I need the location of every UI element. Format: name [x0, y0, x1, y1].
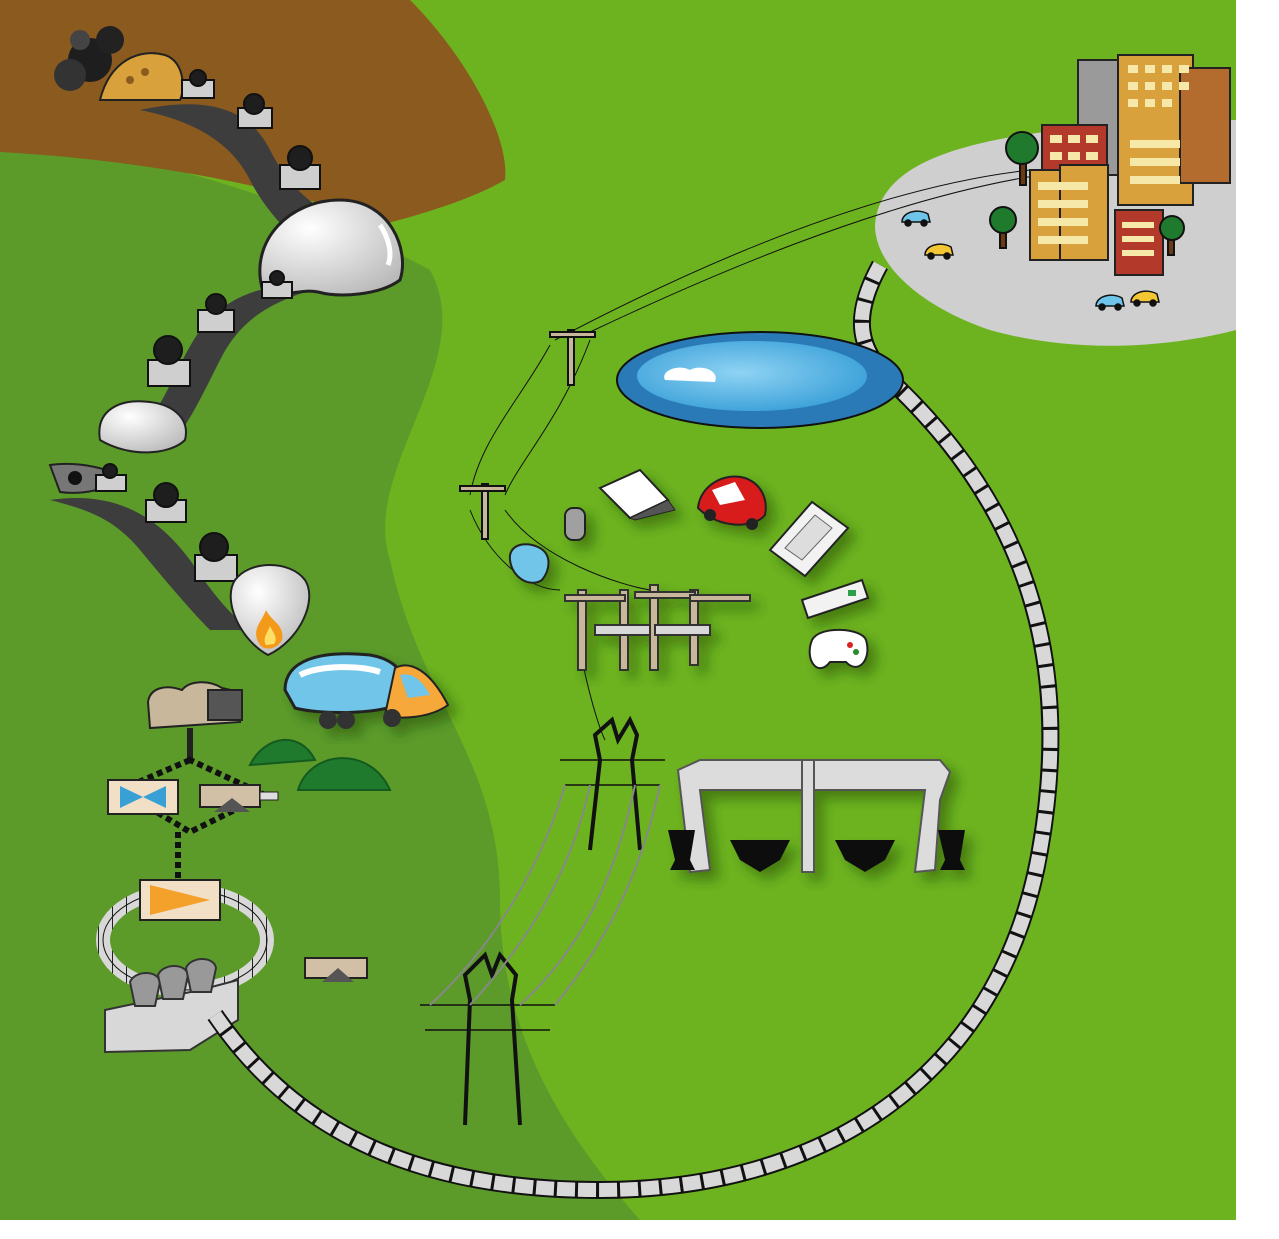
- cart: [147, 335, 191, 387]
- electric-car-icon: [696, 475, 767, 530]
- generator: [139, 879, 221, 921]
- coal-furnace: [229, 564, 311, 657]
- utility-poles: [459, 329, 596, 540]
- mine-carts: [95, 69, 321, 582]
- coal-storage-dome: [258, 198, 404, 297]
- dome-icon: [258, 198, 404, 297]
- substation: [564, 584, 751, 671]
- substation-icon: [564, 584, 751, 671]
- boiler: [107, 779, 179, 815]
- crusher-icon: [98, 400, 187, 454]
- pump-station: [104, 958, 239, 1054]
- laptop-icon: [598, 468, 676, 521]
- city: [901, 54, 1231, 311]
- pylon-icon: [588, 715, 642, 851]
- reservoir: [616, 331, 904, 429]
- mouse-icon: [564, 507, 586, 541]
- washing-machine-icon: [508, 543, 550, 584]
- transmission-tower: [420, 715, 665, 1126]
- turbine: [199, 784, 279, 812]
- gamepad-icon: [808, 628, 869, 669]
- cooling-tower-icon: [668, 830, 965, 872]
- appliances: [508, 468, 870, 669]
- transmission-cables: [429, 784, 661, 1006]
- ash-mounds: [248, 738, 392, 791]
- cart: [279, 145, 321, 190]
- city-windows: [1038, 65, 1189, 256]
- cart: [194, 532, 238, 582]
- refrigerator-icon: [768, 500, 850, 578]
- city-trees: [989, 131, 1185, 256]
- city-cars: [901, 210, 1160, 311]
- factory-icon: [207, 689, 243, 721]
- cart: [145, 482, 187, 523]
- lake-icon: [637, 341, 867, 411]
- cooling-towers: [668, 759, 965, 874]
- spare-turbine: [304, 957, 368, 982]
- cart: [95, 463, 127, 492]
- air-conditioner-icon: [800, 578, 870, 620]
- cart: [181, 69, 215, 99]
- cart: [237, 93, 273, 129]
- tanker-truck: [283, 652, 450, 729]
- power-plant: [146, 681, 243, 730]
- cart: [197, 293, 235, 333]
- cart: [261, 270, 293, 299]
